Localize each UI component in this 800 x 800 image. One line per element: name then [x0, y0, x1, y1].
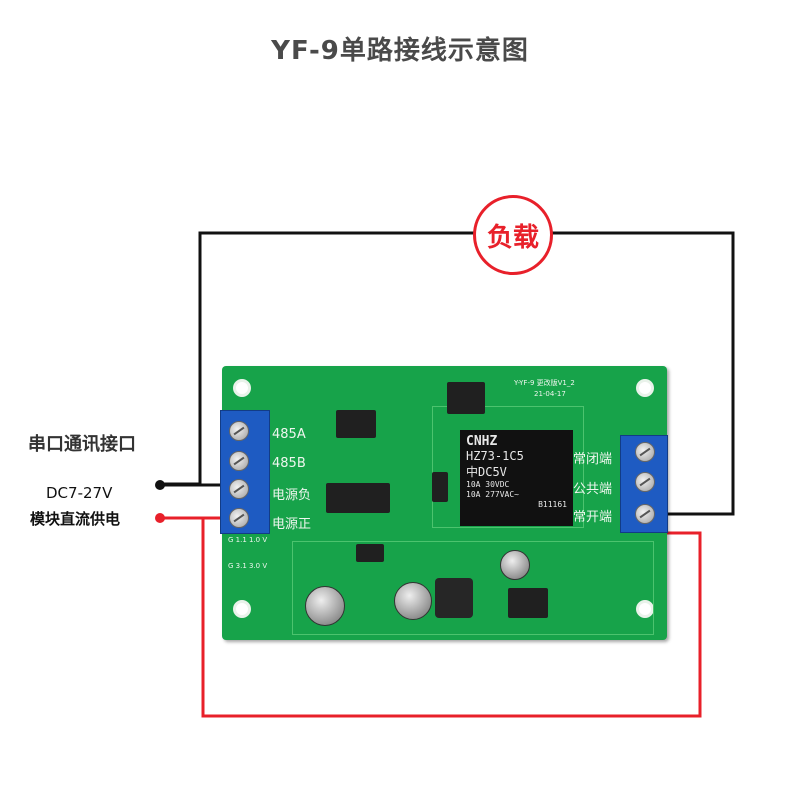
load-badge: 负载 — [473, 195, 553, 275]
terminal-label-485b: 485B — [272, 456, 306, 471]
capacitor — [305, 586, 345, 626]
board-g3-label: G 3.1 3.0 V — [228, 562, 268, 570]
terminal-label-normally-open: 常开端 — [573, 510, 613, 525]
relay-coil: 中DC5V — [466, 465, 507, 479]
load-wire-top-right — [480, 231, 735, 516]
power-positive-dot — [155, 513, 165, 523]
inductor — [435, 578, 473, 618]
mount-hole — [233, 379, 251, 397]
power-supply-label: 模块直流供电 — [30, 510, 121, 528]
ic-chip — [336, 410, 376, 438]
diode — [432, 472, 448, 502]
terminal-label-power-negative: 电源负 — [272, 488, 312, 503]
mount-hole — [636, 600, 654, 618]
terminal-screw[interactable] — [229, 451, 249, 471]
terminal-block-left — [220, 410, 270, 534]
transistor — [356, 544, 384, 562]
capacitor — [500, 550, 530, 580]
terminal-screw[interactable] — [635, 472, 655, 492]
board-version: Y-YF-9 更改版V1_2 — [514, 379, 575, 387]
terminal-screw[interactable] — [229, 479, 249, 499]
terminal-screw[interactable] — [635, 504, 655, 524]
terminal-label-power-positive: 电源正 — [272, 517, 312, 532]
relay-brand: CNHZ — [466, 434, 498, 449]
voltage-label: DC7-27V — [46, 484, 113, 502]
serial-interface-label: 串口通讯接口 — [28, 434, 136, 455]
isolation-zone — [292, 541, 654, 635]
terminal-block-right — [620, 435, 668, 533]
capacitor — [394, 582, 432, 620]
board-g1-label: G 1.1 1.0 V — [228, 536, 268, 544]
relay-code: B11161 — [538, 500, 567, 509]
mount-hole — [233, 600, 251, 618]
relay-rating-ac: 10A 277VAC~ — [466, 490, 519, 499]
terminal-screw[interactable] — [229, 421, 249, 441]
relay-model: HZ73-1C5 — [466, 449, 524, 463]
ic-chip — [326, 483, 390, 513]
mount-hole — [636, 379, 654, 397]
terminal-screw[interactable] — [229, 508, 249, 528]
isolation-zone — [432, 406, 584, 528]
terminal-label-common: 公共端 — [573, 482, 613, 497]
diagram-title: YF-9单路接线示意图 — [271, 36, 529, 66]
terminal-screw[interactable] — [635, 442, 655, 462]
terminal-label-normally-closed: 常闭端 — [573, 452, 613, 467]
board-date: 21-04-17 — [534, 390, 566, 398]
ic-chip — [447, 382, 485, 414]
terminal-label-485a: 485A — [272, 427, 306, 442]
relay: CNHZ HZ73-1C5 中DC5V 10A 30VDC 10A 277VAC… — [460, 430, 573, 526]
relay-rating-dc: 10A 30VDC — [466, 480, 510, 489]
power-negative-dot — [155, 480, 165, 490]
ic-chip — [508, 588, 548, 618]
